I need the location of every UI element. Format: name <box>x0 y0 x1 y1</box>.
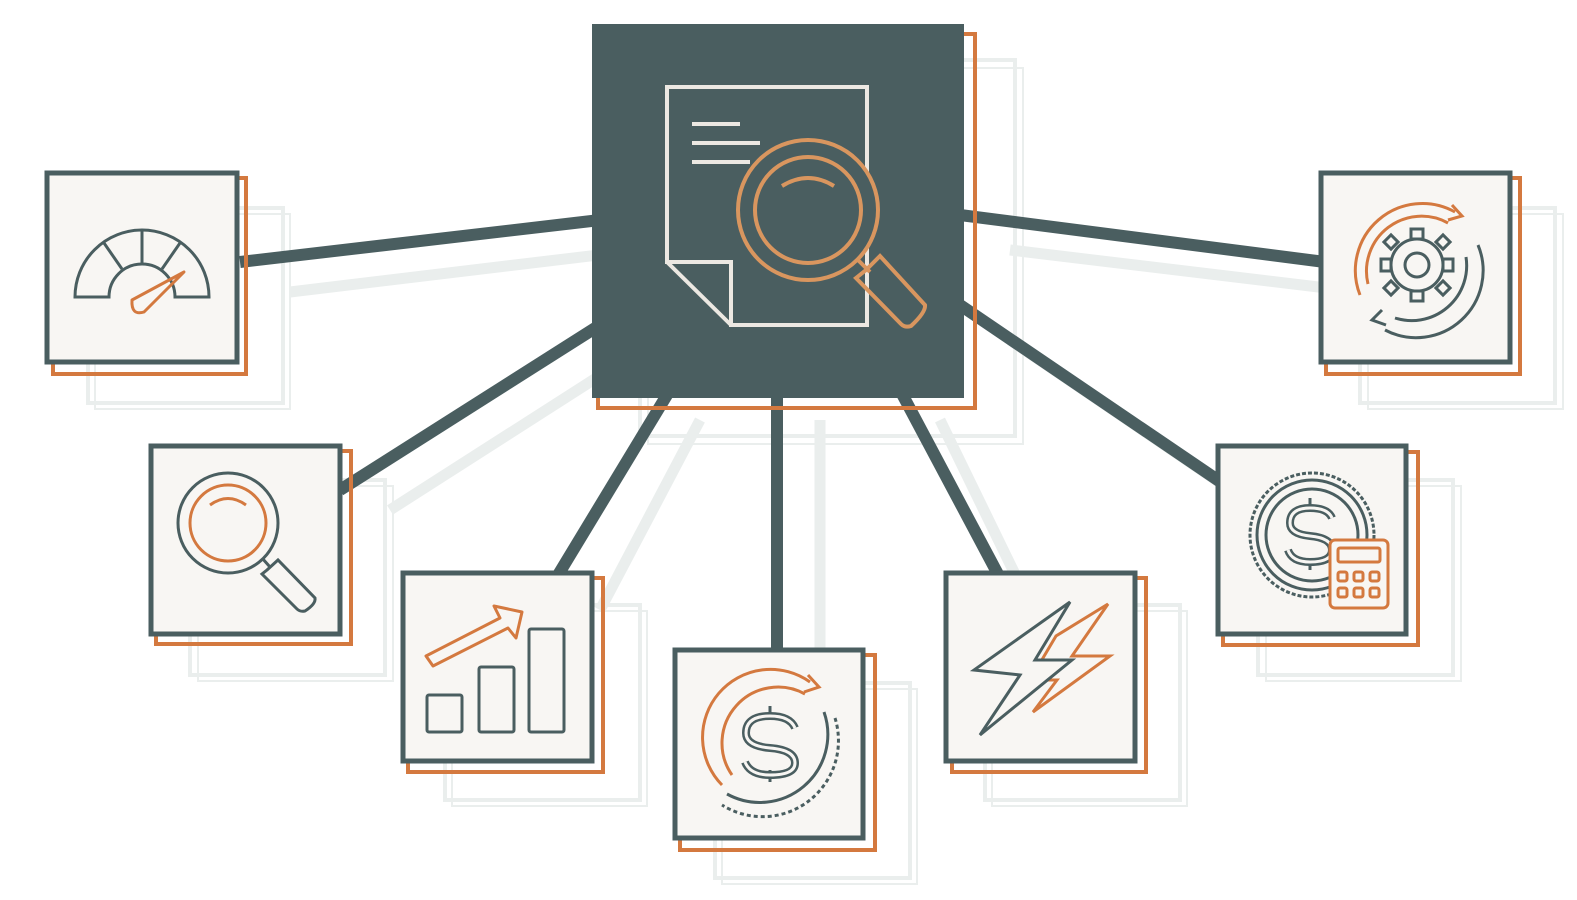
connector-settings-cycle <box>959 209 1326 268</box>
node-finance-calc <box>1215 443 1420 647</box>
node-energy <box>943 570 1148 774</box>
connector-growth <box>549 386 676 584</box>
gear-refresh-icon <box>1353 202 1485 340</box>
node-settings-cycle <box>1318 170 1522 376</box>
connector-finance-calc <box>956 300 1229 490</box>
lightning-icon <box>969 600 1115 737</box>
bar-chart-growth-icon <box>424 604 566 734</box>
speedometer-icon <box>73 228 211 315</box>
hub-node <box>592 24 977 410</box>
connector-search <box>336 319 604 496</box>
connectors <box>239 209 1326 655</box>
connector-energy <box>894 387 1006 581</box>
document-search-icon <box>665 85 928 329</box>
node-speedometer <box>44 170 248 376</box>
node-money-cycle <box>672 647 877 852</box>
magnifier-icon <box>176 471 317 613</box>
node-search <box>148 443 353 646</box>
coin-calculator-icon <box>1248 471 1390 610</box>
dollar-refresh-icon <box>701 667 840 819</box>
connector-speedometer <box>239 214 601 268</box>
node-growth <box>400 570 605 774</box>
